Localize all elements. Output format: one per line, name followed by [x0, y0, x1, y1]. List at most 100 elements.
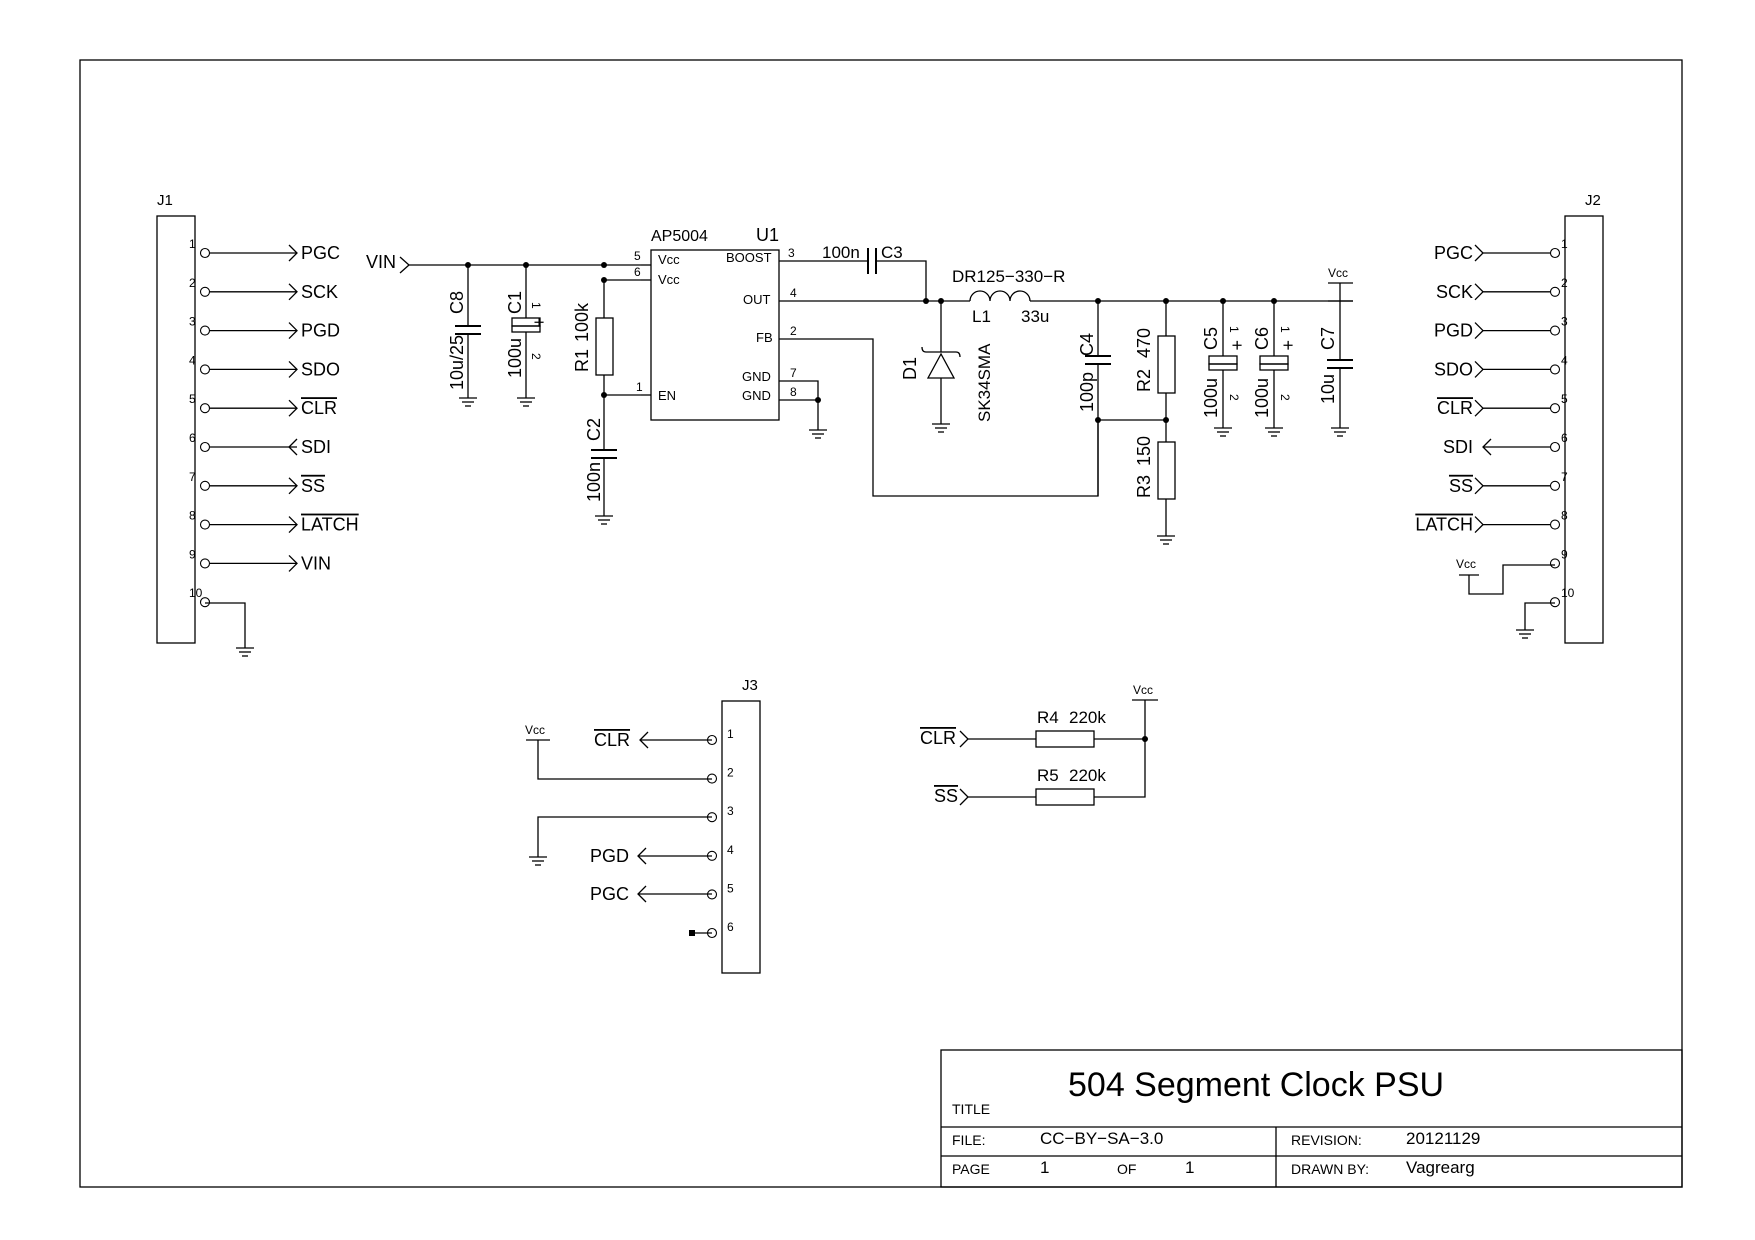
u1-pin7-num: 7	[790, 366, 797, 380]
drawn-by-label: DRAWN BY:	[1291, 1161, 1369, 1177]
capacitor-c2: C2 100n	[584, 395, 617, 525]
c6-ref: C6	[1252, 327, 1272, 350]
c4-value: 100p	[1077, 372, 1097, 412]
c7-ref: C7	[1318, 327, 1338, 350]
j1-net-label: CLR	[301, 398, 337, 418]
j1-pin-number: 10	[189, 586, 203, 600]
capacitor-c4: C4 100p	[1077, 301, 1111, 496]
c5-plus: +	[1227, 340, 1247, 351]
u1-pin2-num: 2	[790, 324, 797, 338]
j3-body	[721, 700, 761, 974]
capacitor-c1: C1 100u 1 + 2	[505, 265, 549, 407]
r4-value: 220k	[1069, 708, 1106, 727]
capacitor-c6: C6 100u 1 + 2	[1252, 301, 1298, 437]
c5-pin2: 2	[1227, 394, 1241, 401]
pullup-vcc-label: Vcc	[1133, 683, 1153, 697]
r2-value: 470	[1134, 328, 1154, 358]
r5-ref: R5	[1037, 766, 1059, 785]
j1-body	[156, 215, 196, 644]
j1-net-label: SDO	[301, 359, 340, 379]
j1-net-label: PGC	[301, 243, 340, 263]
j3-ref: J3	[742, 677, 758, 694]
j2-pin-circle	[1549, 519, 1561, 530]
c5-pin1: 1	[1227, 326, 1241, 333]
ground-symbol	[236, 647, 254, 657]
j1-net-label: LATCH	[301, 515, 359, 535]
drawn-by-value: Vagrearg	[1406, 1158, 1475, 1177]
j3-pgc-label: PGC	[590, 884, 629, 904]
j3-pin-number: 6	[727, 920, 734, 934]
u1-pin1-name: EN	[658, 388, 676, 403]
sheet-border	[79, 59, 1683, 1188]
of-value: 1	[1185, 1158, 1194, 1177]
capacitor-c7: C7 10u	[1318, 301, 1353, 437]
j1-ref: J1	[157, 192, 173, 209]
file-value: CC−BY−SA−3.0	[1040, 1129, 1163, 1148]
page-value: 1	[1040, 1158, 1049, 1177]
j1-net-label: SCK	[301, 282, 338, 302]
j3-pin-number: 5	[727, 881, 734, 895]
r3-value: 150	[1134, 436, 1154, 466]
j2-pin-number: 10	[1561, 586, 1575, 600]
j1-pin-circle	[199, 364, 211, 375]
pullup-clr-label: CLR	[920, 728, 956, 748]
capacitor-c8: C8 10u/25	[447, 265, 481, 407]
j1-pin-number: 4	[189, 353, 196, 367]
j1-pin-circle	[199, 597, 211, 608]
u1-pin3-num: 3	[788, 246, 795, 260]
j2-pin-circle	[1549, 286, 1561, 297]
j2-pin-circle	[1549, 558, 1561, 569]
j2-pin-circle	[1549, 480, 1561, 491]
j2-vcc-label: Vcc	[1456, 557, 1476, 571]
j1-pin-circle	[199, 325, 211, 336]
j1-pin-circle	[199, 247, 211, 259]
u1-pin1-num: 1	[636, 380, 643, 394]
connector-j2: J2 1PGC2SCK3PGD4SDO5CLR6SDI7SS8LATCH910 …	[1415, 192, 1604, 644]
u1-pin7-name: GND	[742, 369, 771, 384]
c2-value: 100n	[584, 462, 604, 502]
r4-ref: R4	[1037, 708, 1059, 727]
l1-ref: L1	[972, 307, 991, 326]
j2-pin-circle	[1549, 325, 1561, 336]
j1-pin-number: 3	[189, 315, 196, 329]
j2-body	[1564, 215, 1604, 644]
u1-pin3-name: BOOST	[726, 250, 772, 265]
file-label: FILE:	[952, 1132, 985, 1148]
r2-ref: R2	[1134, 369, 1154, 392]
j1-net-label: VIN	[301, 553, 331, 573]
j1-pin-circle	[199, 519, 211, 530]
resistor-r4: R4 220k	[1035, 708, 1145, 748]
j2-pin-number: 6	[1561, 431, 1568, 445]
u1-pin4-num: 4	[790, 286, 797, 300]
j2-pin-number: 5	[1561, 392, 1568, 406]
pullup-ss-label: SS	[934, 786, 958, 806]
j2-net-label: SCK	[1436, 282, 1473, 302]
u1-ref: U1	[756, 225, 779, 245]
inductor-l1: DR125−330−R L1 33u	[952, 267, 1353, 326]
j1-gnd-wire	[205, 602, 246, 648]
j3-pin-number: 2	[727, 766, 734, 780]
title-label: TITLE	[952, 1101, 990, 1117]
u1-pin6-name: Vcc	[658, 272, 680, 287]
j2-vcc-wire	[1468, 564, 1555, 595]
j2-net-label: PGD	[1434, 321, 1473, 341]
j1-pin-circle	[199, 403, 211, 414]
c6-pin1: 1	[1278, 326, 1292, 333]
c6-value: 100u	[1252, 378, 1272, 418]
j1-pin-number: 1	[189, 237, 196, 251]
c1-ref: C1	[505, 291, 525, 314]
j2-pin-number: 4	[1561, 353, 1568, 367]
c6-plus: +	[1278, 340, 1298, 351]
j1-pin-number: 2	[189, 276, 196, 290]
resistor-r2: R2 470	[1134, 301, 1176, 442]
c4-ref: C4	[1077, 333, 1097, 356]
c2-ref: C2	[584, 418, 604, 441]
j1-pin-number: 7	[189, 470, 196, 484]
vin-label: VIN	[366, 252, 396, 272]
revision-label: REVISION:	[1291, 1132, 1362, 1148]
j2-pin-circle	[1549, 597, 1561, 608]
fb-wire	[805, 338, 1099, 497]
